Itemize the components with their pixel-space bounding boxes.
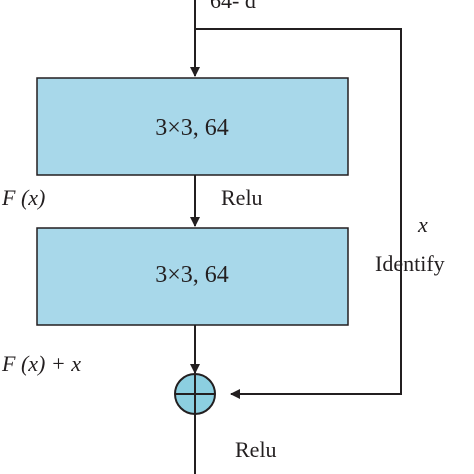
identify-label: Identify <box>375 251 445 276</box>
conv-block-2-label: 3×3, 64 <box>155 262 229 288</box>
shortcut-x-label: x <box>417 212 428 237</box>
input-dimension-label: 64- d <box>210 0 256 13</box>
fx-label: F (x) <box>1 185 45 210</box>
conv-block-2 <box>36 227 349 326</box>
relu-label-1: Relu <box>221 185 263 210</box>
sum-label: F (x) + x <box>1 351 81 376</box>
addition-node <box>174 373 216 415</box>
conv-block-1 <box>36 77 349 176</box>
identity-shortcut-path <box>195 28 402 399</box>
conv-block-1-label: 3×3, 64 <box>155 115 229 141</box>
relu-label-2: Relu <box>235 437 277 462</box>
